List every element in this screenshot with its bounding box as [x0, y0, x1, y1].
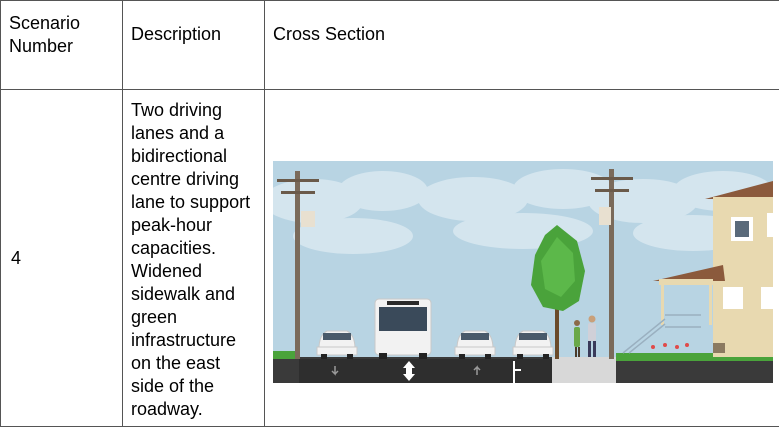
street-tree — [531, 225, 585, 359]
scenario-number: 4 — [11, 247, 22, 268]
porch-stairs — [622, 314, 701, 354]
header-scenario-number: Scenario Number — [0, 0, 123, 90]
header-row: Scenario Number Description Cross Sectio… — [0, 0, 779, 90]
header-scenario-text: Scenario Number — [9, 13, 81, 56]
pedestrians — [574, 315, 596, 357]
house — [622, 181, 773, 357]
car-east — [512, 330, 554, 359]
car-west — [316, 330, 358, 359]
header-cross-section-text: Cross Section — [273, 24, 386, 44]
scenario-description: Two driving lanes and a bidirectional ce… — [131, 100, 251, 419]
cross-section-cell — [264, 89, 779, 427]
east-grass — [616, 353, 773, 361]
sidewalk — [552, 357, 616, 383]
flowers — [651, 343, 689, 349]
car-center — [454, 330, 496, 359]
bus — [374, 298, 432, 359]
utility-pole-west — [277, 171, 319, 359]
bidirectional-arrow — [403, 361, 415, 381]
table-row: 4 Two driving lanes and a bidirectional … — [0, 89, 779, 427]
bike-lane-line — [513, 361, 515, 383]
header-description-text: Description — [131, 24, 222, 44]
utility-pole-east — [591, 169, 633, 359]
road — [299, 359, 552, 383]
header-description: Description — [122, 0, 265, 90]
header-cross-section: Cross Section — [264, 0, 779, 90]
lane-arrows — [331, 365, 481, 376]
west-grass — [273, 351, 295, 359]
cross-section-illustration — [273, 161, 773, 383]
description-cell: Two driving lanes and a bidirectional ce… — [122, 89, 265, 427]
scenario-number-cell: 4 — [0, 89, 123, 427]
